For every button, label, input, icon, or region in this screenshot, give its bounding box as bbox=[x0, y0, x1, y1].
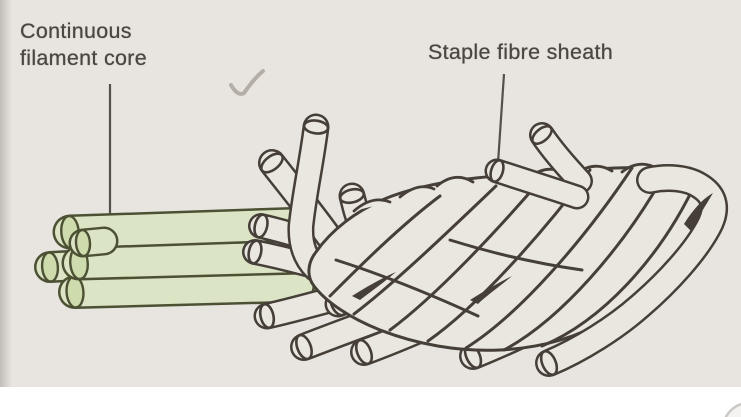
leader-lines bbox=[108, 73, 506, 219]
fibre-fold-shadow bbox=[684, 193, 713, 231]
fibre-end-cap bbox=[258, 302, 276, 330]
leader-line-sheath bbox=[496, 73, 506, 164]
core-end-cap bbox=[74, 228, 92, 258]
fibre-end-cap bbox=[253, 213, 269, 239]
fibre-end-cap bbox=[531, 124, 553, 146]
pencil-checkmark-icon bbox=[229, 69, 265, 96]
core-end-cap bbox=[40, 251, 60, 283]
fibre-end-cap bbox=[338, 187, 366, 205]
fibre-end-cap bbox=[302, 119, 330, 135]
core-label: Continuous filament core bbox=[20, 19, 147, 71]
fibre-end-cap bbox=[539, 349, 559, 377]
protruding-fibre-ends bbox=[484, 122, 729, 377]
corner-circle-decoration bbox=[724, 402, 741, 417]
fibre-end-cap bbox=[354, 338, 374, 366]
fibre-end-cap bbox=[489, 159, 505, 183]
sheath-label: Staple fibre sheath bbox=[428, 40, 613, 64]
scan-edge-shadow bbox=[0, 0, 12, 387]
fibre-end-cap bbox=[247, 239, 263, 265]
core-end-cap bbox=[65, 275, 85, 309]
fibre-end-cap bbox=[295, 333, 313, 361]
fibre-end-cap bbox=[260, 152, 284, 174]
